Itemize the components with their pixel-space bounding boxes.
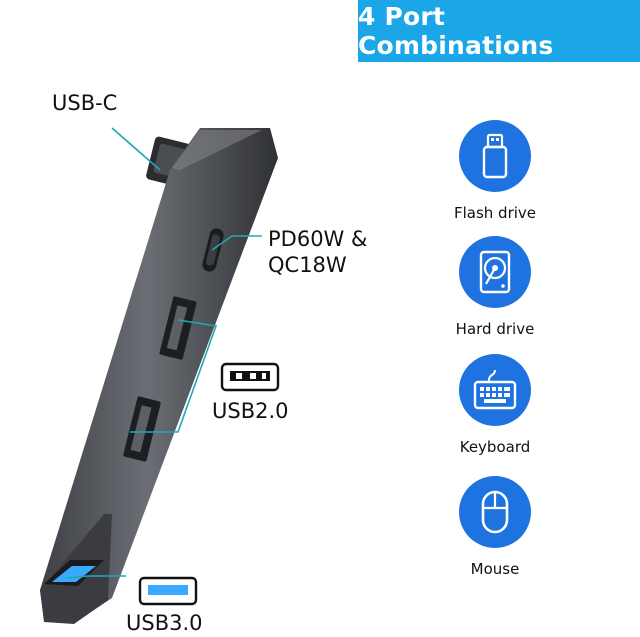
feature-flash-drive: Flash drive	[420, 120, 570, 222]
usb2-label: USB2.0	[212, 399, 289, 423]
pd-label-line2: QC18W	[268, 253, 347, 277]
usb2-port-1	[159, 296, 197, 360]
feature-mouse: Mouse	[420, 476, 570, 578]
hard-drive-icon	[459, 236, 531, 308]
usb2-connector-icon	[220, 362, 280, 392]
usb2-port-2	[123, 396, 161, 462]
usb3-label: USB3.0	[126, 611, 203, 635]
usb-c-label: USB-C	[52, 91, 118, 115]
feature-hard-drive: Hard drive	[420, 236, 570, 338]
usb3-connector-icon	[138, 576, 198, 606]
flash-drive-icon	[459, 120, 531, 192]
banner-title: 4 Port Combinations	[358, 2, 554, 60]
usb3-port	[44, 560, 104, 586]
title-banner: 4 Port Combinations	[358, 0, 640, 62]
pd-label-line1: PD60W &	[268, 227, 368, 251]
feature-label: Mouse	[470, 560, 520, 578]
keyboard-icon	[459, 354, 531, 426]
feature-label: Keyboard	[459, 438, 531, 456]
usb-hub-illustration	[40, 127, 280, 624]
callout-lines	[65, 127, 262, 579]
feature-label: Hard drive	[455, 320, 535, 338]
feature-label: Flash drive	[453, 204, 537, 222]
mouse-icon	[459, 476, 531, 548]
feature-keyboard: Keyboard	[420, 354, 570, 456]
